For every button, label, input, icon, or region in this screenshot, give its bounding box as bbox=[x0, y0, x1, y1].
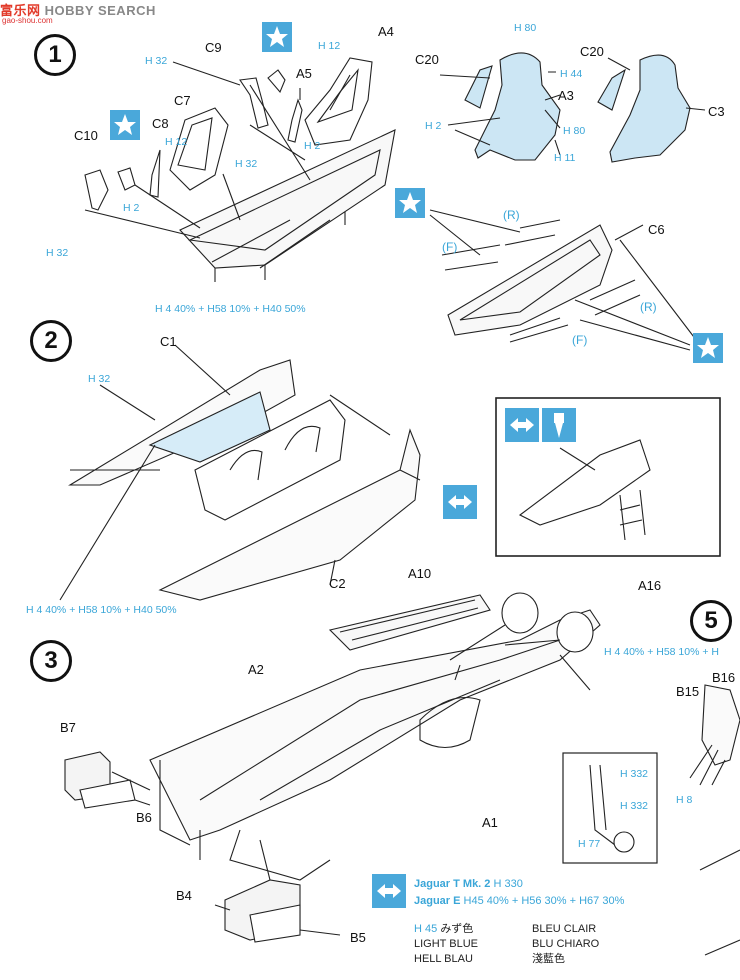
part-label-a2: A2 bbox=[248, 662, 264, 677]
left-right-arrow-icon bbox=[443, 485, 477, 519]
paint-code: H 2 bbox=[123, 202, 140, 214]
legend-code: H 45 bbox=[414, 923, 438, 935]
part-label-c6: C6 bbox=[648, 222, 665, 237]
part-label-c3: C3 bbox=[708, 104, 725, 119]
paint-code: H 32 bbox=[145, 55, 168, 67]
paint-code: H 2 bbox=[425, 120, 442, 132]
step-number-2: 2 bbox=[30, 320, 72, 362]
star-icon bbox=[693, 333, 723, 363]
needle-icon bbox=[542, 408, 576, 442]
legend-jp: みず色 bbox=[440, 923, 474, 935]
variant-paint: H 330 bbox=[493, 878, 523, 890]
paint-code: H 77 bbox=[578, 838, 601, 850]
paint-code: H 80 bbox=[514, 22, 537, 34]
part-label-c8: C8 bbox=[152, 116, 169, 131]
part-label-a5: A5 bbox=[296, 66, 312, 81]
paint-code: H 2 bbox=[304, 140, 321, 152]
paint-code: H 332 bbox=[620, 768, 649, 780]
star-icon bbox=[395, 188, 425, 218]
paint-code: H 32 bbox=[235, 158, 258, 170]
step-number-5: 5 bbox=[690, 600, 732, 642]
paint-mix-step2: H 4 40% + H58 10% + H40 50% bbox=[26, 604, 177, 616]
left-right-arrow-icon bbox=[505, 408, 539, 442]
legend-fr: BLEU CLAIR bbox=[532, 923, 597, 935]
paint-code: H 32 bbox=[46, 247, 69, 259]
paint-code: H 80 bbox=[563, 125, 586, 137]
part-label-c1: C1 bbox=[160, 334, 177, 349]
part-label-b6: B6 bbox=[136, 810, 152, 825]
paint-code: H 12 bbox=[165, 136, 188, 148]
legend-it: BLU CHIARO bbox=[532, 938, 600, 950]
part-label-a3: A3 bbox=[558, 88, 574, 103]
color-legend: H 45 みず色 bbox=[414, 922, 473, 936]
watermark-brand-en: HOBBY SEARCH bbox=[44, 3, 156, 18]
variant-row: Jaguar T Mk. 2 H 330 bbox=[414, 878, 523, 890]
part-label-a10: A10 bbox=[408, 566, 432, 581]
variant-name: Jaguar T Mk. 2 bbox=[414, 878, 491, 890]
paint-code: H 12 bbox=[318, 40, 341, 52]
variant-paint: H45 40% + H56 30% + H67 30% bbox=[463, 895, 625, 907]
front-marker: (F) bbox=[572, 333, 588, 347]
part-label-a1: A1 bbox=[482, 815, 498, 830]
legend-cn: 淺藍色 bbox=[532, 953, 565, 965]
part-label-b4: B4 bbox=[176, 888, 192, 903]
step-number-1: 1 bbox=[34, 34, 76, 76]
front-marker: (F) bbox=[442, 240, 458, 254]
star-icon bbox=[110, 110, 140, 140]
part-label-b5: B5 bbox=[350, 930, 366, 945]
part-label-a16: A16 bbox=[638, 578, 662, 593]
paint-mix-step5: H 4 40% + H58 10% + H bbox=[604, 646, 719, 658]
variant-row: Jaguar E H45 40% + H56 30% + H67 30% bbox=[414, 895, 624, 907]
paint-code: H 44 bbox=[560, 68, 583, 80]
variant-name: Jaguar E bbox=[414, 895, 461, 907]
paint-code: H 8 bbox=[676, 794, 693, 806]
legend-en: LIGHT BLUE bbox=[414, 938, 478, 950]
part-label-a4: A4 bbox=[378, 24, 394, 39]
part-label-b16: B16 bbox=[712, 670, 736, 685]
part-label-c10: C10 bbox=[74, 128, 98, 143]
star-icon bbox=[262, 22, 292, 52]
part-label-c7: C7 bbox=[174, 93, 191, 108]
part-label-b7: B7 bbox=[60, 720, 76, 735]
paint-mix-step1: H 4 40% + H58 10% + H40 50% bbox=[155, 303, 306, 315]
paint-code: H 11 bbox=[554, 152, 576, 164]
watermark: 富乐网 HOBBY SEARCH bbox=[0, 0, 156, 19]
part-label-c9: C9 bbox=[205, 40, 222, 55]
paint-code: H 332 bbox=[620, 800, 649, 812]
step-number-3: 3 bbox=[30, 640, 72, 682]
legend-de: HELL BLAU bbox=[414, 953, 473, 965]
part-label-c2: C2 bbox=[329, 576, 346, 591]
rear-marker: (R) bbox=[503, 208, 520, 222]
left-right-arrow-icon bbox=[372, 874, 406, 908]
part-label-b15: B15 bbox=[676, 684, 700, 699]
part-label-c20: C20 bbox=[415, 52, 439, 67]
rear-marker: (R) bbox=[640, 300, 657, 314]
watermark-brand-cn: 富乐网 bbox=[0, 3, 41, 18]
paint-code: H 32 bbox=[88, 373, 111, 385]
watermark-url: gao-shou.com bbox=[2, 16, 53, 25]
part-label-c20: C20 bbox=[580, 44, 604, 59]
